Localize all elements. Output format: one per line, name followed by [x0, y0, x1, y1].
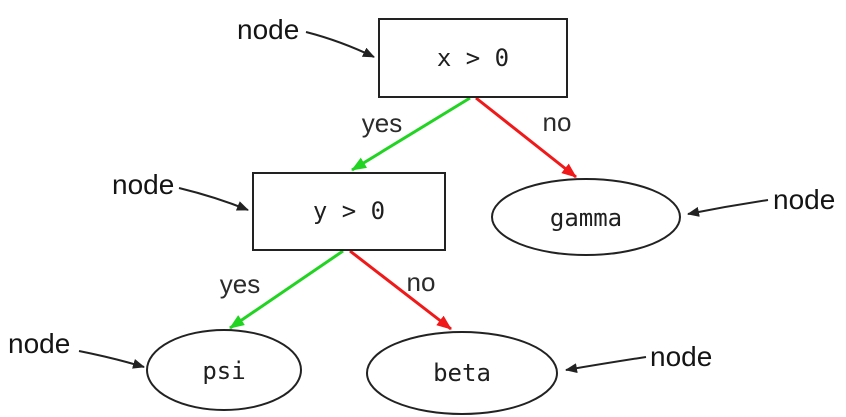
condition-node-box	[252, 172, 446, 251]
annotation-arrow-psi	[78, 350, 145, 369]
annotation-label-root: node	[237, 14, 299, 45]
gamma-node-ellipse	[491, 178, 681, 256]
edge-root-yes	[351, 96, 471, 172]
beta-node-label: beta	[433, 359, 491, 387]
beta-node-ellipse	[366, 331, 558, 415]
annotation-label-psi: node	[8, 328, 70, 359]
edge-label-yes-1: yes	[362, 108, 402, 138]
edge-label-no-2: no	[407, 267, 436, 297]
edge-label-no-1: no	[543, 107, 572, 137]
gamma-node-label: gamma	[550, 204, 622, 232]
edge-condition-no	[349, 249, 452, 331]
edge-label-yes-2: yes	[220, 269, 260, 299]
annotation-arrow-root	[305, 31, 375, 58]
annotation-arrow-gamma	[687, 199, 769, 217]
psi-node-label: psi	[202, 357, 245, 385]
annotation-label-beta: node	[650, 341, 712, 372]
annotation-label-condition: node	[112, 169, 174, 200]
psi-node-ellipse	[146, 329, 302, 411]
annotation-arrow-beta	[565, 356, 647, 374]
annotation-label-gamma: node	[773, 184, 835, 215]
condition-node-label: y > 0	[313, 197, 385, 225]
root-node-label: x > 0	[437, 44, 509, 72]
edge-condition-yes	[229, 249, 344, 330]
annotation-arrow-condition	[178, 187, 249, 211]
edge-root-no	[475, 96, 577, 179]
root-node-box	[378, 18, 568, 98]
